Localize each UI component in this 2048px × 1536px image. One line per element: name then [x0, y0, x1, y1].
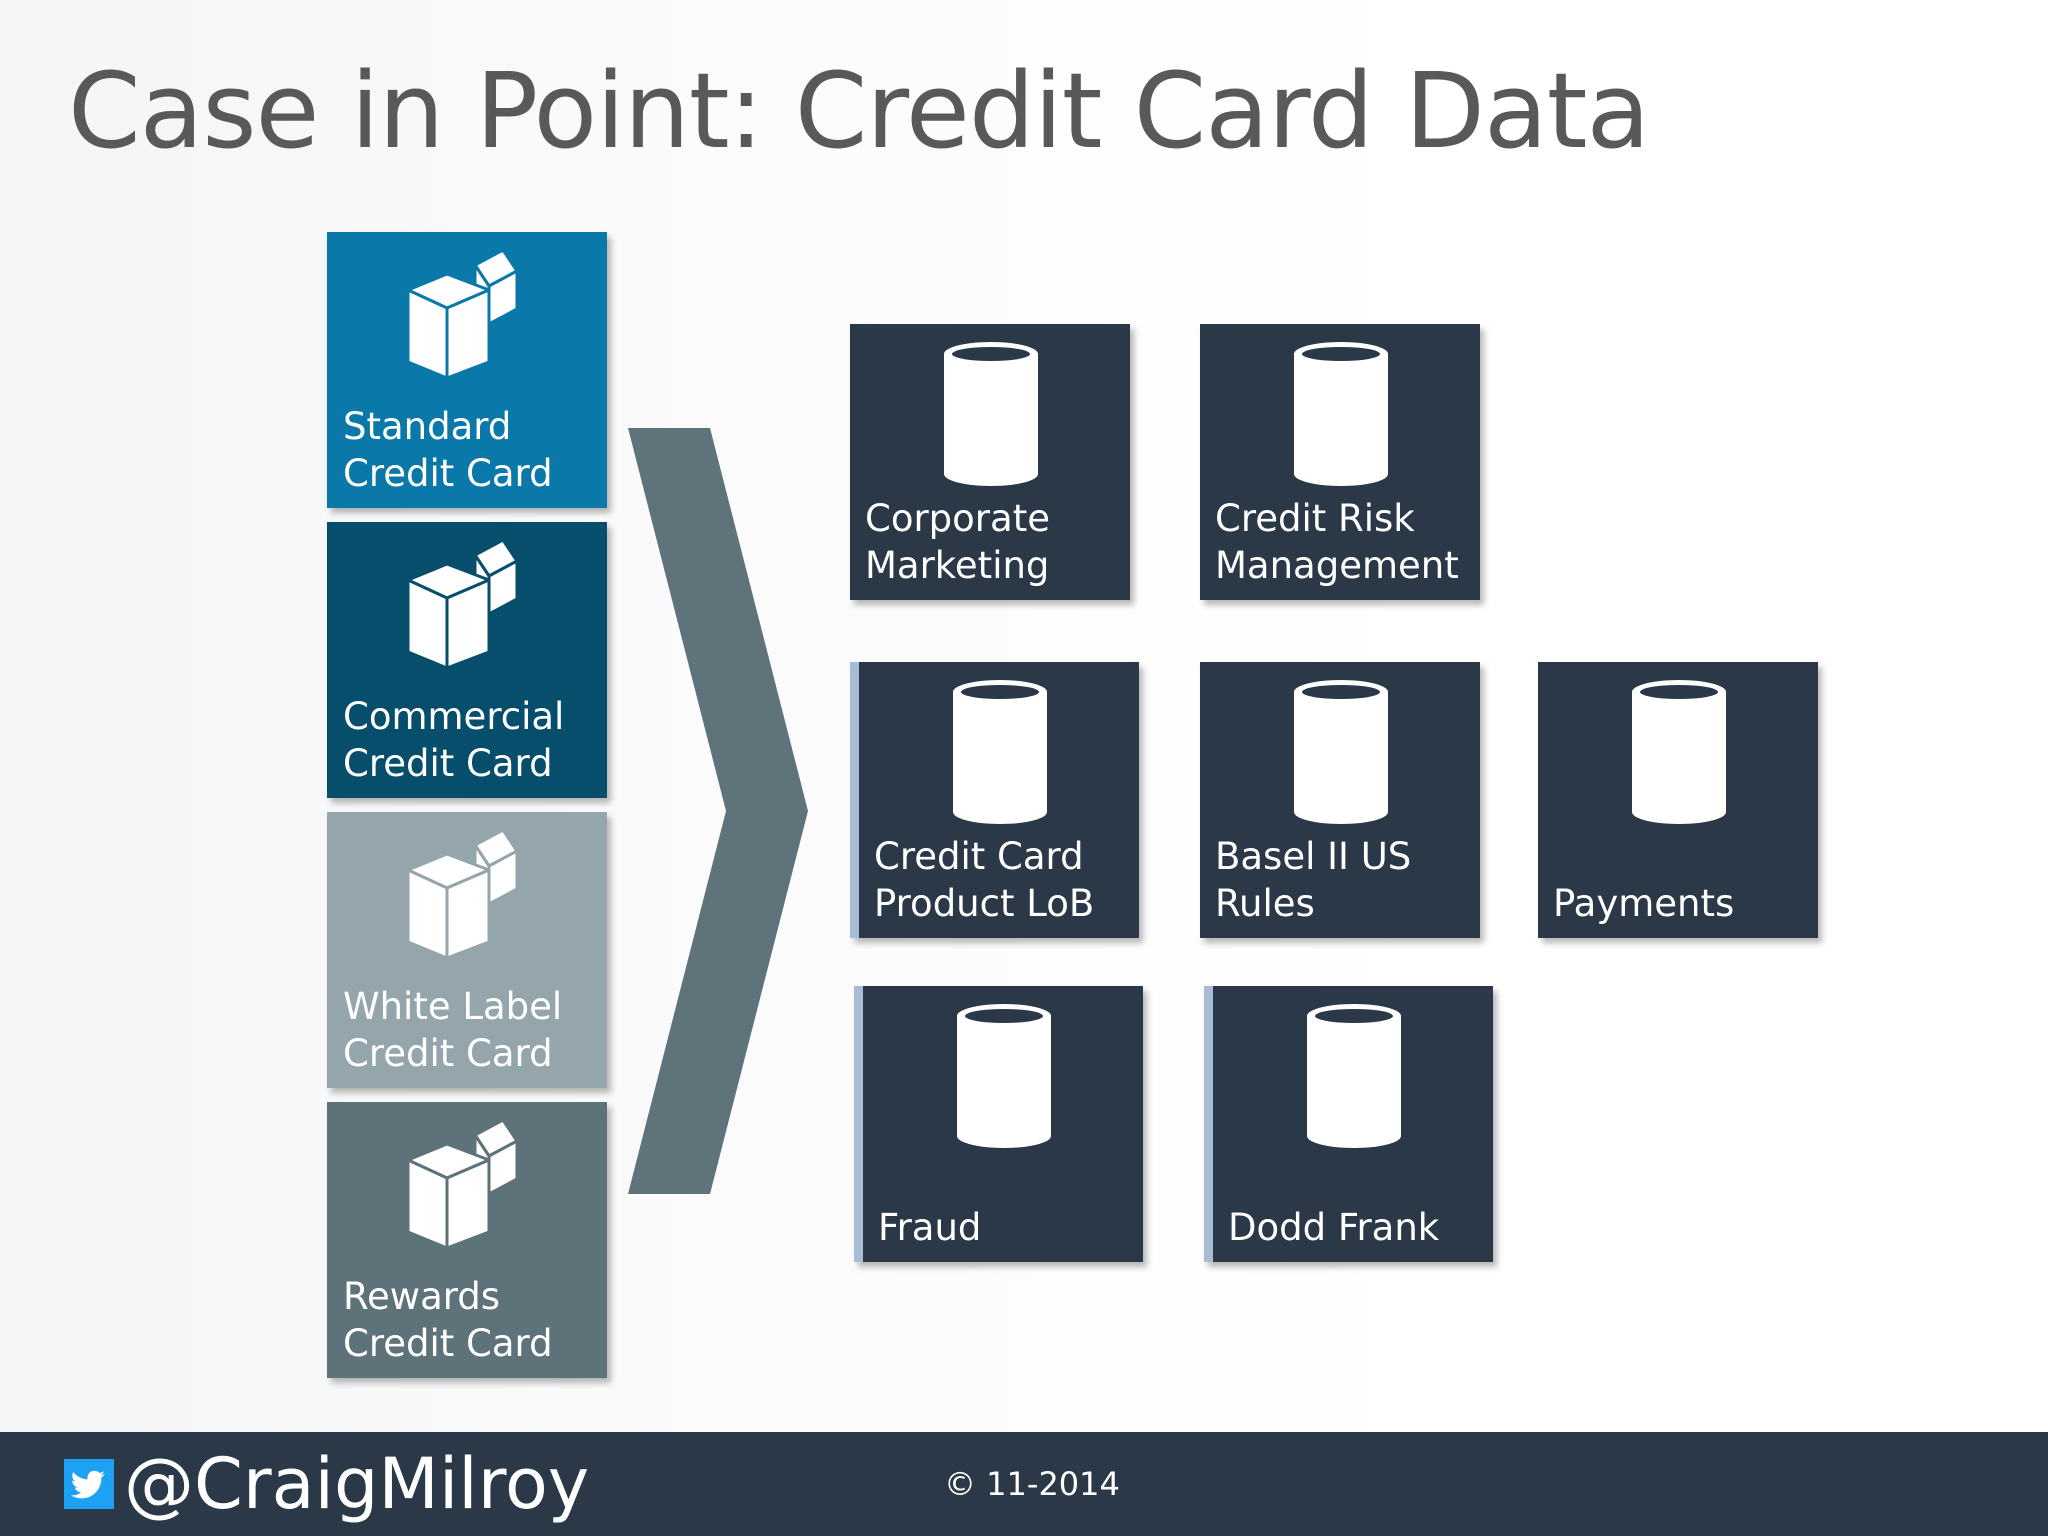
cubes-icon: [407, 1118, 519, 1248]
target-label-line-2: Fraud: [878, 1206, 982, 1249]
database-icon: [1632, 680, 1726, 824]
cubes-icon: [407, 538, 519, 668]
source-label-line-2: Credit Card: [343, 742, 553, 785]
target-label-line-1: Credit Card: [874, 835, 1084, 878]
target-label-line-1: Credit Risk: [1215, 497, 1415, 540]
source-label-line-1: White Label: [343, 985, 563, 1028]
target-tile-dodd-frank: Dodd Frank: [1204, 986, 1493, 1262]
target-label-line-2: Dodd Frank: [1228, 1206, 1440, 1249]
database-icon: [944, 342, 1038, 486]
source-tile-white-label: White Label Credit Card: [327, 812, 607, 1088]
source-tile-commercial: Commercial Credit Card: [327, 522, 607, 798]
source-tile-rewards: Rewards Credit Card: [327, 1102, 607, 1378]
cubes-icon: [407, 828, 519, 958]
target-tile-corporate-marketing: Corporate Marketing: [850, 324, 1130, 600]
source-label-line-1: Commercial: [343, 695, 565, 738]
target-label-line-2: Marketing: [865, 544, 1050, 587]
database-icon: [1294, 342, 1388, 486]
target-label-line-1: Corporate: [865, 497, 1050, 540]
database-icon: [1307, 1004, 1401, 1148]
target-label-line-1: [878, 1157, 981, 1204]
target-label-line-1: [1553, 833, 1734, 880]
target-label-line-2: Rules: [1215, 882, 1315, 925]
source-label-line-1: Rewards: [343, 1275, 501, 1318]
footer-bar: @CraigMilroy © 11-2014: [0, 1432, 2048, 1536]
target-label-line-2: Payments: [1553, 882, 1735, 925]
source-tile-standard: Standard Credit Card: [327, 232, 607, 508]
source-label-line-2: Credit Card: [343, 1322, 553, 1365]
target-tile-credit-risk: Credit Risk Management: [1200, 324, 1480, 600]
database-icon: [953, 680, 1047, 824]
slide-title: Case in Point: Credit Card Data: [68, 50, 1650, 172]
target-label-line-1: Basel II US: [1215, 835, 1412, 878]
target-tile-fraud: Fraud: [854, 986, 1143, 1262]
source-label-line-1: Standard: [343, 405, 512, 448]
target-tile-payments: Payments: [1538, 662, 1818, 938]
copyright-text: © 11-2014: [944, 1465, 1120, 1503]
source-label-line-2: Credit Card: [343, 1032, 553, 1075]
source-label-line-2: Credit Card: [343, 452, 553, 495]
target-label-line-2: Product LoB: [874, 882, 1095, 925]
target-label-line-2: Management: [1215, 544, 1459, 587]
twitter-handle: @CraigMilroy: [124, 1443, 590, 1525]
chevron-right-icon: [628, 428, 808, 1194]
database-icon: [957, 1004, 1051, 1148]
cubes-icon: [407, 248, 519, 378]
twitter-icon: [64, 1459, 114, 1509]
target-label-line-1: [1228, 1157, 1439, 1204]
target-tile-credit-card-product: Credit Card Product LoB: [850, 662, 1139, 938]
database-icon: [1294, 680, 1388, 824]
target-tile-basel: Basel II US Rules: [1200, 662, 1480, 938]
